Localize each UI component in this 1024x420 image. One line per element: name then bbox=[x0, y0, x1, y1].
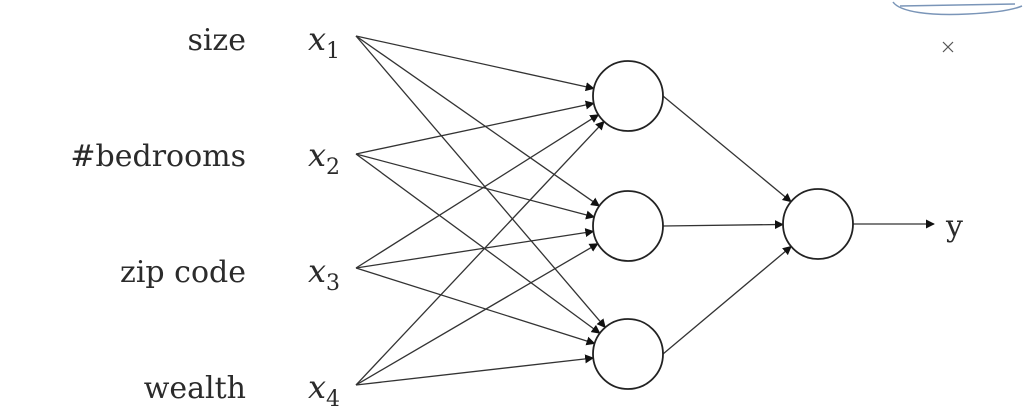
edge-input-3-to-hidden-3 bbox=[355, 267, 596, 346]
feature-label-bedrooms: #bedrooms bbox=[70, 139, 246, 174]
hidden-node-3 bbox=[592, 318, 664, 390]
edges-layer bbox=[355, 35, 935, 386]
edge-input-1-to-hidden-3 bbox=[355, 35, 606, 329]
input-variable-x4: x4 bbox=[308, 368, 340, 412]
edge-input-4-to-hidden-1 bbox=[355, 120, 605, 386]
edge-hidden-2-to-output bbox=[662, 220, 784, 230]
edge-input-2-to-hidden-3 bbox=[355, 153, 601, 334]
edge-hidden-1-to-output bbox=[662, 95, 792, 203]
handwritten-sketch bbox=[892, 1, 1023, 53]
input-variable-x2: x2 bbox=[308, 136, 340, 180]
input-variable-x3: x3 bbox=[308, 252, 340, 296]
hidden-node-1 bbox=[592, 60, 664, 132]
edge-input-3-to-hidden-1 bbox=[355, 114, 600, 269]
sketch-line bbox=[899, 3, 1016, 7]
edge-input-4-to-hidden-2 bbox=[355, 243, 599, 386]
edge-input-1-to-hidden-2 bbox=[355, 35, 601, 207]
feature-label-size: size bbox=[187, 23, 246, 58]
edge-input-1-to-hidden-1 bbox=[355, 35, 595, 92]
edge-input-2-to-hidden-2 bbox=[355, 153, 596, 220]
output-label-y: y bbox=[945, 209, 963, 244]
feature-label-zip-code: zip code bbox=[120, 255, 246, 290]
input-variable-x1: x1 bbox=[308, 20, 340, 64]
sketch-cross-stroke-2 bbox=[942, 41, 954, 53]
edge-input-3-to-hidden-2 bbox=[355, 228, 595, 269]
input-labels: size #bedrooms zip code wealth x1 x2 x3 … bbox=[70, 20, 340, 412]
edge-input-4-to-hidden-3 bbox=[355, 354, 595, 386]
nodes-layer bbox=[592, 60, 854, 390]
edge-input-2-to-hidden-1 bbox=[355, 100, 595, 155]
hidden-node-2 bbox=[592, 190, 664, 262]
sketch-curve bbox=[892, 1, 1023, 16]
output-node bbox=[782, 188, 854, 260]
feature-label-wealth: wealth bbox=[144, 371, 246, 406]
edge-hidden-3-to-output bbox=[662, 245, 792, 355]
